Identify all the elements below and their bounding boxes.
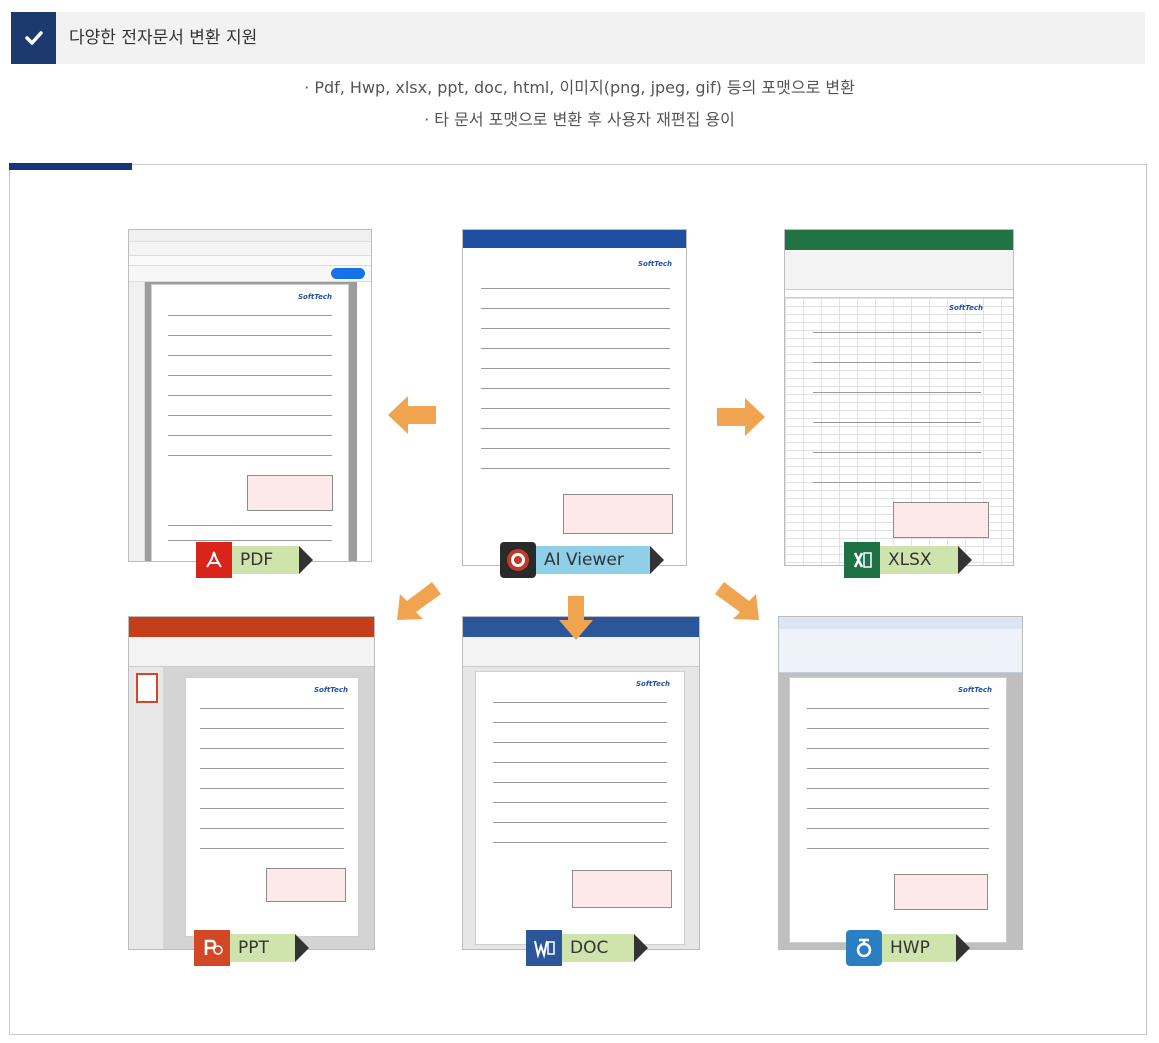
pdf-screenshot: SoftTech [128,229,372,562]
pdf-icon [196,542,232,578]
arrow-down-left-icon [397,582,441,620]
label-pdf-text: PDF [240,550,274,570]
label-doc-text: DOC [570,938,609,958]
ppt-screenshot: SoftTech [128,616,375,950]
word-icon [526,930,562,966]
ai-viewer-screenshot: SoftTech [462,229,687,566]
arrow-right-icon [717,398,765,436]
check-icon [24,31,43,45]
label-pdf: PDF [196,542,314,578]
doc-logo-hwp: SoftTech [958,686,992,694]
label-xlsx-text: XLSX [888,550,932,570]
powerpoint-icon [194,930,230,966]
doc-logo: SoftTech [298,293,332,301]
doc-screenshot: SoftTech [462,616,700,950]
doc-logo-ai: SoftTech [638,260,672,268]
label-doc: DOC [526,930,649,966]
ai-viewer-icon [500,542,536,578]
check-badge [11,12,56,64]
panel-accent-bar [9,163,132,170]
hwp-icon [846,930,882,966]
doc-logo-doc: SoftTech [636,680,670,688]
xlsx-screenshot: SoftTech [784,229,1014,566]
section-title: 다양한 전자문서 변환 지원 [69,28,258,48]
hwp-screenshot: SoftTech [778,616,1023,950]
arrow-down-icon [559,596,593,640]
arrow-down-right-icon [715,582,759,620]
label-hwp: HWP [846,930,970,966]
label-ppt: PPT [194,930,309,966]
description-line-2: · 타 문서 포맷으로 변환 후 사용자 재편집 용이 [424,110,735,129]
description-line-1: · Pdf, Hwp, xlsx, ppt, doc, html, 이미지(pn… [304,78,855,97]
section-header: 다양한 전자문서 변환 지원 [11,12,1145,64]
label-ai-viewer: AI Viewer [500,542,664,578]
label-ai-viewer-text: AI Viewer [544,550,624,570]
excel-icon [844,542,880,578]
label-xlsx: XLSX [844,542,972,578]
doc-logo-xlsx: SoftTech [949,304,983,312]
arrow-left-icon [388,396,436,434]
label-ppt-text: PPT [238,938,269,958]
label-hwp-text: HWP [890,938,930,958]
doc-logo-ppt: SoftTech [314,686,348,694]
